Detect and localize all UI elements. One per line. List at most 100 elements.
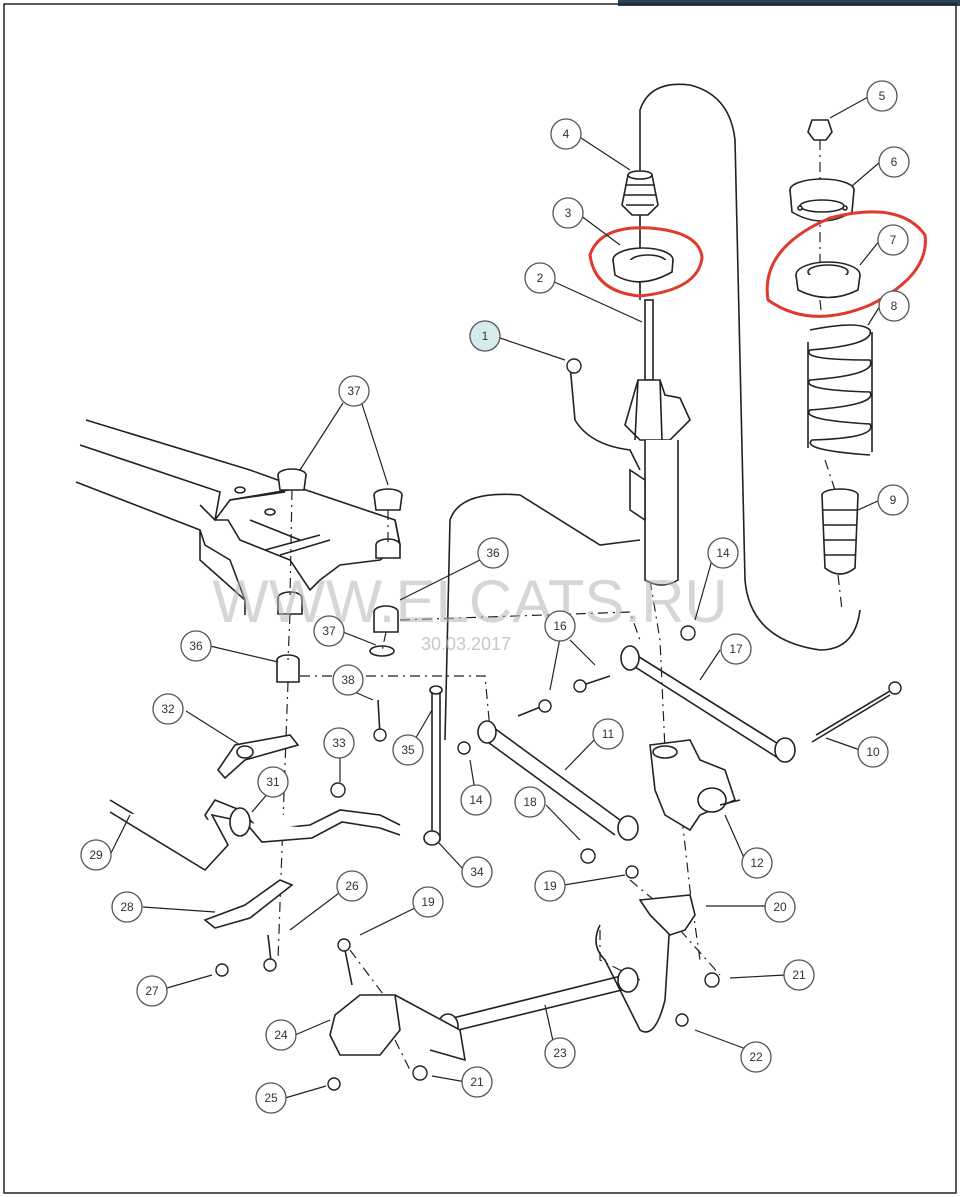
callout-label: 7: [890, 233, 897, 247]
callout-24[interactable]: 24: [265, 1019, 297, 1051]
callout-circle: [552, 197, 584, 229]
callout-19[interactable]: 19: [412, 886, 444, 918]
callout-circle: [461, 1066, 493, 1098]
callout-label: 24: [274, 1028, 288, 1042]
callout-label: 16: [553, 619, 567, 633]
callout-circle: [255, 1082, 287, 1114]
callout-31[interactable]: 31: [257, 766, 289, 798]
callout-label: 4: [563, 127, 570, 141]
callout-circle: [720, 633, 752, 665]
callout-label: 2: [537, 271, 544, 285]
callout-circle: [514, 786, 546, 818]
callout-label: 3: [565, 206, 572, 220]
highlight-marks: [588, 210, 927, 318]
nuts-and-fasteners: [215, 358, 902, 1091]
callout-label: 22: [749, 1050, 763, 1064]
callout-circle: [323, 727, 355, 759]
callout-8[interactable]: 8: [878, 290, 910, 322]
callout-circle: [477, 537, 509, 569]
callout-17[interactable]: 17: [720, 633, 752, 665]
callout-3[interactable]: 3: [552, 197, 584, 229]
callout-label: 18: [523, 795, 537, 809]
callout-circle: [412, 886, 444, 918]
callout-36[interactable]: 36: [477, 537, 509, 569]
callout-label: 10: [866, 745, 880, 759]
callout-circle: [592, 718, 624, 750]
callout-circle: [866, 80, 898, 112]
callout-circle: [878, 290, 910, 322]
callout-circle: [460, 784, 492, 816]
callout-circle: [332, 664, 364, 696]
callout-23[interactable]: 23: [544, 1037, 576, 1069]
callout-label: 25: [264, 1091, 278, 1105]
callout-28[interactable]: 28: [111, 891, 143, 923]
callout-14[interactable]: 14: [460, 784, 492, 816]
callout-20[interactable]: 20: [764, 891, 796, 923]
callout-21[interactable]: 21: [783, 959, 815, 991]
spring-seat-upper-left: [612, 247, 674, 283]
callout-circle: [336, 870, 368, 902]
callout-11[interactable]: 11: [592, 718, 624, 750]
callout-circle: [534, 870, 566, 902]
callout-circle: [857, 736, 889, 768]
callout-37[interactable]: 37: [313, 615, 345, 647]
callout-circle: [152, 693, 184, 725]
callout-circle: [257, 766, 289, 798]
callout-36[interactable]: 36: [180, 630, 212, 662]
callout-5[interactable]: 5: [866, 80, 898, 112]
callout-12[interactable]: 12: [741, 847, 773, 879]
callout-9[interactable]: 9: [877, 484, 909, 516]
callout-circle: [136, 975, 168, 1007]
callout-label: 6: [891, 155, 898, 169]
callout-32[interactable]: 32: [152, 693, 184, 725]
callout-2[interactable]: 2: [524, 262, 556, 294]
callout-29[interactable]: 29: [80, 839, 112, 871]
callout-label: 11: [602, 727, 615, 741]
callout-25[interactable]: 25: [255, 1082, 287, 1114]
callout-34[interactable]: 34: [461, 856, 493, 888]
callout-21[interactable]: 21: [461, 1066, 493, 1098]
callout-label: 21: [470, 1075, 484, 1089]
callout-16[interactable]: 16: [544, 610, 576, 642]
window-top-bar: [618, 0, 960, 6]
callout-circle: [764, 891, 796, 923]
callout-label: 32: [161, 702, 175, 716]
shock-strut: [621, 170, 691, 586]
callout-38[interactable]: 38: [332, 664, 364, 696]
callout-circle: [313, 615, 345, 647]
callout-19[interactable]: 19: [534, 870, 566, 902]
callout-label: 37: [322, 624, 336, 638]
callout-37[interactable]: 37: [338, 375, 370, 407]
diagram-border: [3, 3, 957, 1194]
callout-label: 36: [189, 639, 203, 653]
callout-label: 12: [750, 856, 764, 870]
callout-circle: [111, 891, 143, 923]
callout-circle: [544, 610, 576, 642]
watermark-date: 30.03.2017: [421, 634, 511, 654]
callout-circle: [740, 1041, 772, 1073]
callout-circle: [878, 146, 910, 178]
callout-33[interactable]: 33: [323, 727, 355, 759]
callout-10[interactable]: 10: [857, 736, 889, 768]
callout-circle: [877, 484, 909, 516]
callout-label: 28: [120, 900, 134, 914]
highlight-part-7: [765, 210, 927, 318]
callout-7[interactable]: 7: [877, 224, 909, 256]
callout-label: 9: [890, 493, 897, 507]
brake-hose: [444, 83, 861, 1033]
callout-1[interactable]: 1: [469, 320, 501, 352]
callout-label: 36: [486, 546, 500, 560]
callout-circle: [180, 630, 212, 662]
callout-14[interactable]: 14: [707, 537, 739, 569]
callout-label: 21: [792, 968, 806, 982]
callout-circle: [469, 320, 501, 352]
callout-6[interactable]: 6: [878, 146, 910, 178]
callout-18[interactable]: 18: [514, 786, 546, 818]
callout-22[interactable]: 22: [740, 1041, 772, 1073]
callout-4[interactable]: 4: [550, 118, 582, 150]
spring-seat-right: [795, 261, 861, 299]
callout-35[interactable]: 35: [392, 734, 424, 766]
callout-27[interactable]: 27: [136, 975, 168, 1007]
callout-26[interactable]: 26: [336, 870, 368, 902]
highlight-part-3: [588, 226, 704, 298]
